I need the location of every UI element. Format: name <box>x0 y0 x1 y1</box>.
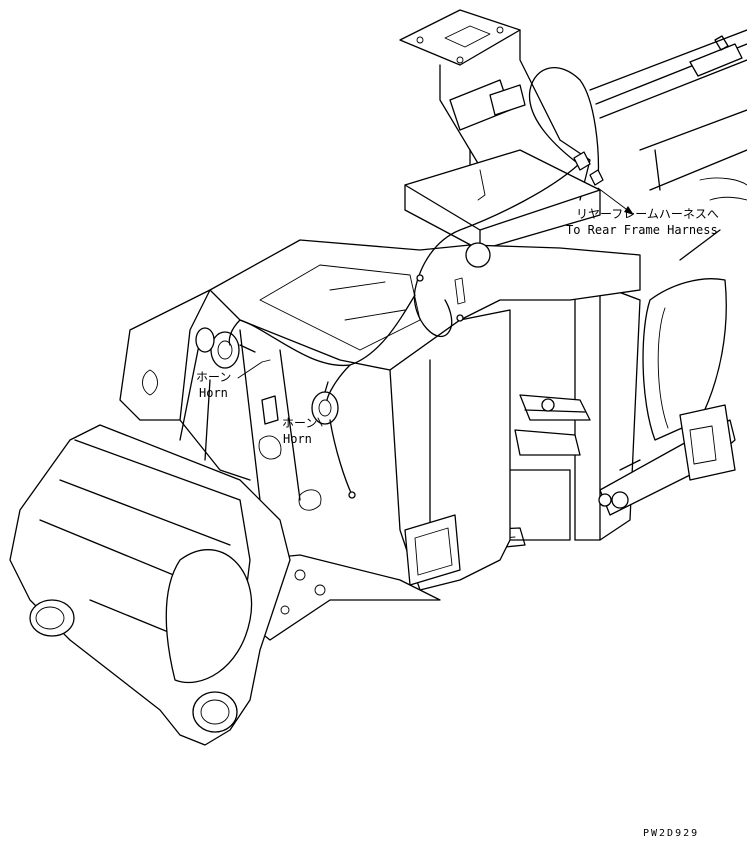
wiring-harness <box>228 67 604 499</box>
leader-arrowhead <box>624 206 634 215</box>
rear-harness-label-en: To Rear Frame Harness <box>566 223 718 237</box>
horn-right-label-jp: ホーン <box>282 416 317 430</box>
leader-horn-left <box>237 359 271 379</box>
horn-right <box>311 381 339 425</box>
cab-mount-pedestal <box>399 9 601 251</box>
horn-right-label-en: Horn <box>283 432 312 446</box>
leader-rear-harness <box>597 187 631 213</box>
leader-horn-right <box>317 417 323 427</box>
rear-harness-label-jp: リヤーフレームハーネスへ <box>576 207 719 221</box>
drawing-code: PW2D929 <box>643 828 699 839</box>
front-frame-body <box>119 239 641 641</box>
bumper-counterweight <box>9 424 291 746</box>
horn-left-label-en: Horn <box>199 386 228 400</box>
rear-frame <box>574 29 747 541</box>
horn-left <box>195 327 256 369</box>
horn-left-label-jp: ホーン <box>196 370 231 384</box>
